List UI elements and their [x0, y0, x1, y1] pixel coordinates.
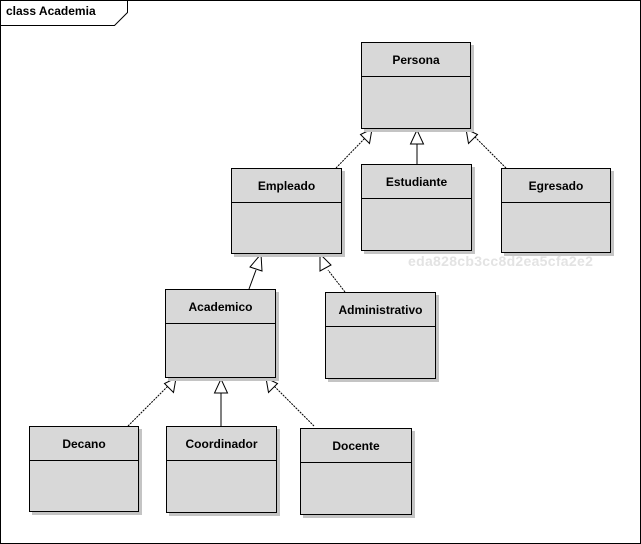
class-name: Coordinador	[167, 427, 276, 461]
arrowhead-administrativo-empleado	[319, 252, 332, 272]
class-name: Administrativo	[326, 293, 435, 327]
class-egresado[interactable]: Egresado	[501, 168, 611, 253]
edge-decano-academico	[127, 384, 170, 427]
class-administrativo[interactable]: Administrativo	[325, 292, 436, 379]
class-docente[interactable]: Docente	[300, 428, 412, 515]
edge-docente-academico	[272, 384, 315, 427]
edge-empleado-persona	[335, 135, 368, 169]
arrowhead-decano-academico	[163, 377, 177, 394]
arrowhead-estudiante-persona	[409, 128, 425, 145]
class-name: Docente	[301, 429, 411, 463]
arrowhead-egresado-persona	[465, 128, 479, 145]
class-estudiante[interactable]: Estudiante	[361, 164, 472, 251]
class-name: Egresado	[502, 169, 610, 203]
class-name: Estudiante	[362, 165, 471, 199]
class-name: Persona	[362, 43, 470, 77]
arrowhead-coordinador-academico	[213, 377, 229, 394]
class-name: Empleado	[232, 169, 341, 203]
class-academico[interactable]: Academico	[165, 289, 276, 378]
watermark: eda828cb3cc8d2ea5cfa2e2	[408, 253, 594, 269]
arrowhead-docente-academico	[265, 377, 279, 394]
class-name: Decano	[30, 427, 138, 461]
edge-egresado-persona	[473, 135, 507, 169]
class-empleado[interactable]: Empleado	[231, 168, 342, 254]
frame-label: class Academia	[6, 4, 96, 18]
arrowhead-empleado-persona	[359, 128, 373, 145]
class-persona[interactable]: Persona	[361, 42, 471, 129]
arrowhead-academico-empleado	[249, 252, 263, 272]
class-coordinador[interactable]: Coordinador	[166, 426, 277, 513]
class-decano[interactable]: Decano	[29, 426, 139, 512]
class-name: Academico	[166, 290, 275, 324]
frame-tab	[0, 0, 128, 26]
edge-academico-empleado	[248, 269, 257, 290]
edge-administrativo-empleado	[327, 269, 346, 293]
